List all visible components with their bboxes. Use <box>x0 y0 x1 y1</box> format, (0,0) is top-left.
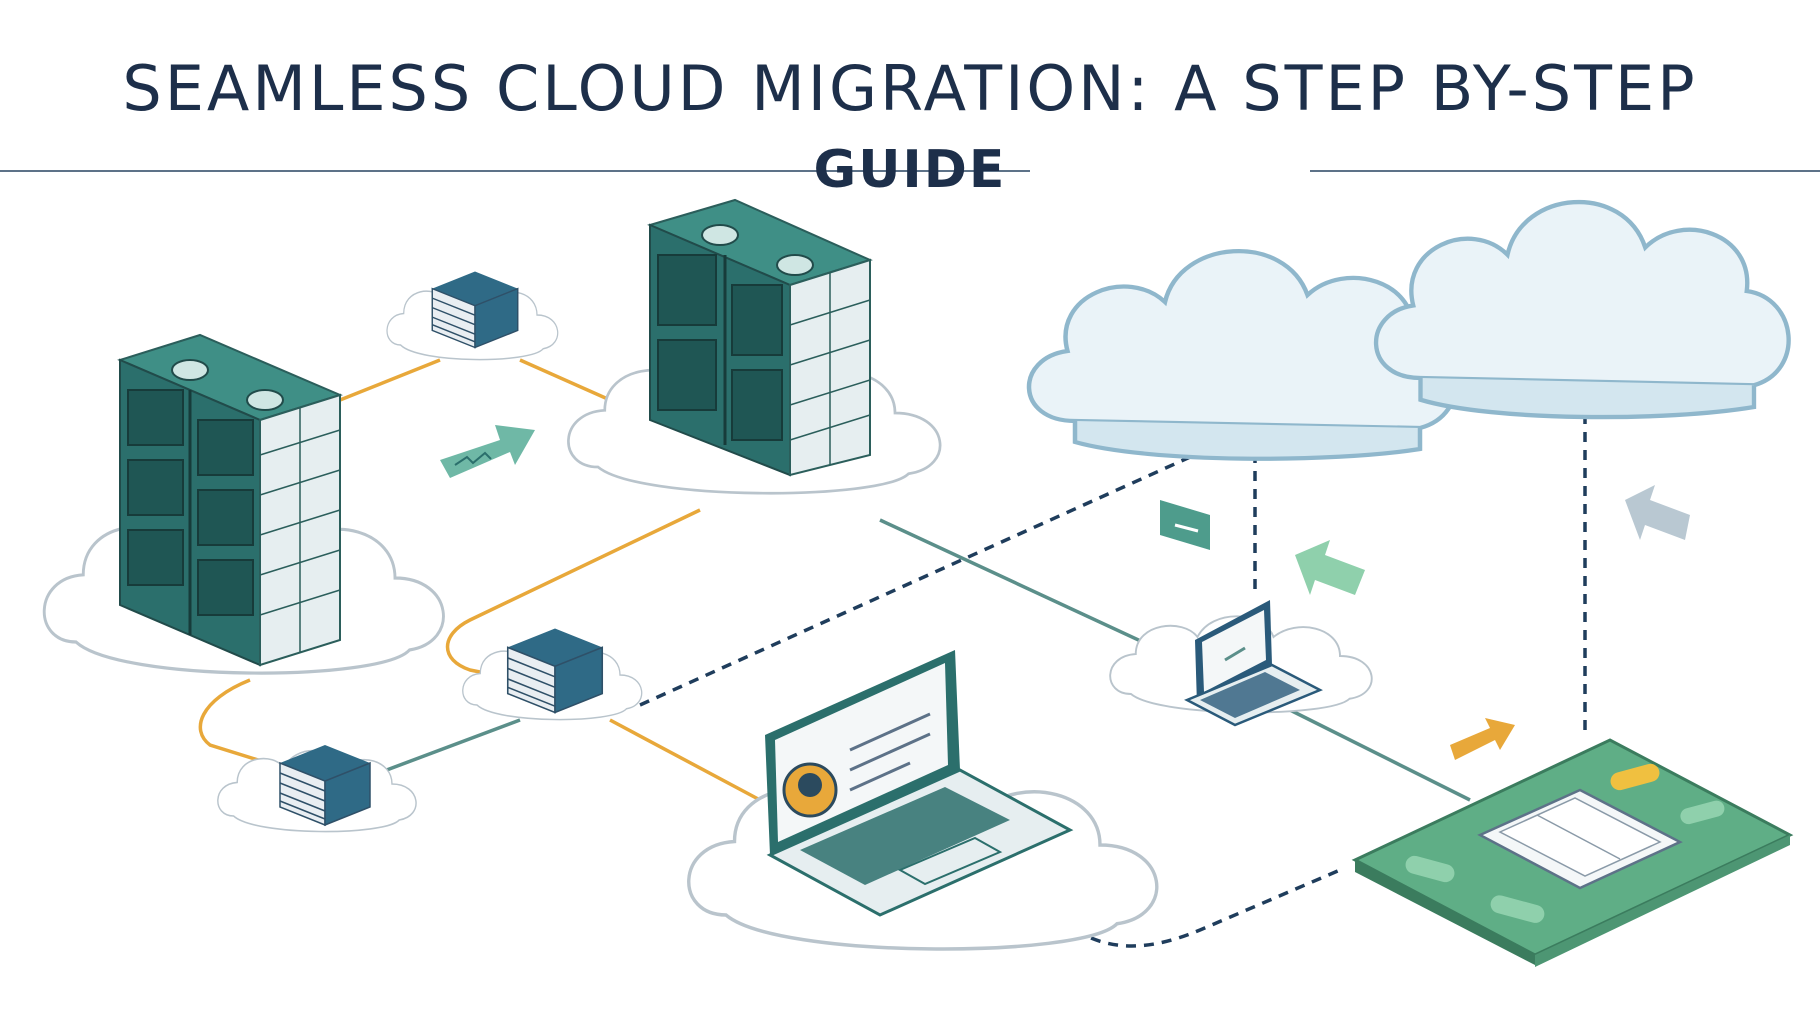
orange-links <box>198 358 761 802</box>
arrow-icon <box>1625 485 1690 540</box>
title-rule-right <box>1310 170 1820 172</box>
page-subtitle: GUIDE <box>813 140 1007 200</box>
title-rule-left <box>0 170 1030 172</box>
cloud-icon <box>1376 202 1789 417</box>
database-stack-icon <box>431 270 519 349</box>
server-rack-icon <box>647 198 873 477</box>
circuit-board-icon <box>1351 738 1794 967</box>
page-title: SEAMLESS CLOUD MIGRATION: A STEP BY-STEP <box>122 52 1698 125</box>
arrow-icon <box>1160 500 1210 550</box>
server-rack-icon <box>117 333 343 667</box>
arrow-icon <box>1295 540 1365 595</box>
arrow-icon <box>1450 718 1515 760</box>
arrow-icon <box>440 425 535 478</box>
laptop-icon <box>765 650 1074 917</box>
database-stack-icon <box>506 627 604 714</box>
laptop-icon <box>1184 600 1323 727</box>
